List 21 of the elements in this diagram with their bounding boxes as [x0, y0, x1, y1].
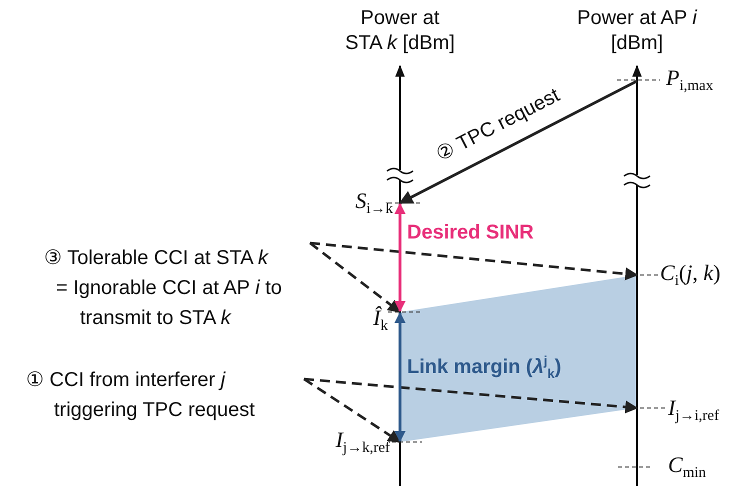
annotation-text: ③ Tolerable CCI at STA k [43, 246, 270, 271]
tick-label: P$_{i,max}$ [666, 64, 714, 96]
tick-label: Î$_{k}$ [373, 304, 388, 336]
annotation-text: = Ignorable CCI at AP i to transmit to STA k [55, 276, 283, 331]
arrow [394, 312, 406, 442]
tick-label: I$_{j→i,ref}$ [668, 394, 720, 426]
tick-label: I$_{j→k,ref}$ [336, 426, 390, 458]
arrow [309, 242, 402, 314]
axis-title: Power at STA k [dBm] [344, 6, 456, 56]
arrow [304, 378, 638, 414]
arrow [394, 202, 406, 312]
arrow [398, 80, 638, 204]
tick-label: S$_{i→k}$ [355, 188, 393, 218]
arrow [310, 242, 638, 280]
tick-label: C$_{i}$(j, k) [660, 260, 720, 290]
tick-label: C$_{min}$ [668, 452, 706, 482]
edge-label: Desired SINR [407, 221, 534, 244]
arrow [303, 378, 402, 444]
edge-label: Link margin (λ$^{j}$$_{k}$) [407, 353, 562, 381]
annotation-text: ① CCI from interferer j triggering TPC request [25, 368, 256, 423]
axis-title: Power at AP i [dBm] [577, 6, 697, 56]
